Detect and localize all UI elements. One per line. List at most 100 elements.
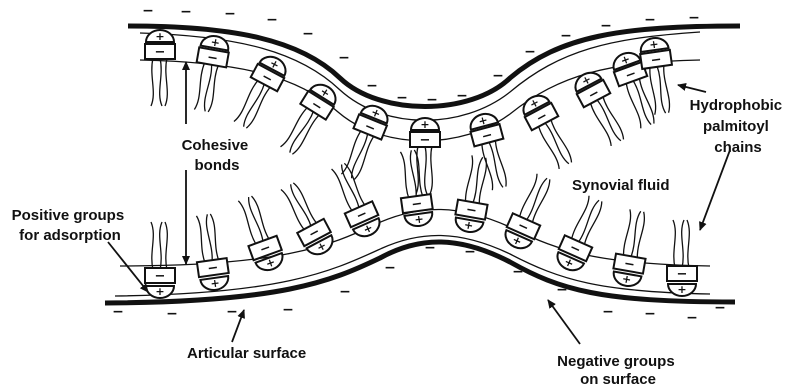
surface-negative-sign: −	[396, 90, 408, 106]
surface-negative-sign: −	[602, 304, 614, 320]
positive-groups-label: Positive groups for adsorption	[12, 207, 129, 244]
surface-negative-sign: −	[686, 310, 698, 326]
surface-negative-sign: −	[492, 68, 504, 84]
hydrophobic-chain	[648, 65, 671, 115]
hydrophobic-chain	[341, 130, 374, 181]
surface-negative-sign: −	[714, 300, 726, 316]
polar-head-group: +−	[250, 52, 291, 93]
upper-molecule: +−	[518, 91, 580, 172]
negative-group-sign: −	[411, 196, 424, 212]
upper-molecule: +−	[188, 34, 231, 114]
polar-head-group: +−	[638, 36, 672, 70]
surface-negative-sign: −	[142, 3, 154, 19]
polar-head-group: +−	[501, 213, 541, 253]
hydrophobic-chain	[238, 195, 270, 246]
negative-groups-label-line-1: Negative groups	[557, 353, 675, 370]
hydrophobic-chains-arrow-upper	[678, 85, 706, 92]
polar-head-group: +−	[667, 266, 697, 296]
hydrophobic-chain	[234, 79, 271, 129]
polar-head-group: +−	[145, 268, 175, 298]
positive-groups-arrow	[108, 242, 148, 292]
surface-negative-sign: −	[226, 304, 238, 320]
articular-surface-label: Articular surface	[187, 345, 306, 362]
hydrophobic-chain	[622, 209, 646, 259]
positive-groups-label-line-1: Positive groups	[12, 207, 125, 224]
negative-group-sign: −	[650, 52, 663, 68]
upper-molecule: +−	[229, 52, 291, 133]
synovial-fluid-label: Synovial fluid	[572, 177, 670, 194]
lower-molecule: +−	[233, 193, 287, 275]
lower-molecule: +−	[326, 159, 384, 241]
negative-group-sign: −	[155, 269, 166, 284]
positive-group-sign: +	[420, 118, 429, 131]
surface-negative-sign: −	[424, 240, 436, 256]
surface-negative-sign: −	[180, 4, 192, 20]
polar-head-group: +−	[453, 200, 488, 235]
surface-negative-sign: −	[339, 284, 351, 300]
negative-group-sign: −	[207, 260, 220, 276]
surface-negative-sign: −	[224, 6, 236, 22]
surface-negative-sign: −	[456, 88, 468, 104]
surface-negative-sign: −	[644, 306, 656, 322]
cohesive-bonds-label-line-1: Cohesive	[182, 137, 249, 154]
hydrophobic-chains-label-line-1: Hydrophobic	[690, 97, 783, 114]
negative-group-sign: −	[677, 267, 688, 282]
polar-head-group: +−	[467, 111, 504, 148]
hydrophobic-chain	[589, 96, 626, 146]
surface-negative-sign: −	[338, 50, 350, 66]
polar-head-group: +−	[410, 118, 440, 148]
hydrophobic-chains-arrow-lower	[700, 150, 730, 230]
lower-molecule: +−	[501, 171, 559, 253]
hydrophobic-chain	[281, 106, 320, 155]
cohesive-bonds-label-line-2: bonds	[195, 157, 240, 174]
polar-head-group: +−	[145, 30, 175, 60]
surface-negative-sign: −	[166, 306, 178, 322]
lower-molecule: +−	[553, 193, 611, 275]
negative-groups-label: Negative groups on surface	[557, 353, 679, 388]
surface-negative-sign: −	[366, 78, 378, 94]
surface-negative-sign: −	[560, 28, 572, 44]
surface-negative-sign: −	[266, 12, 278, 28]
polar-head-group: +−	[553, 235, 593, 275]
surface-negative-sign: −	[512, 264, 524, 280]
hydrophobic-chain	[196, 214, 219, 264]
positive-groups-label-line-2: for adsorption	[19, 227, 121, 244]
lower-molecule: +−	[453, 154, 496, 234]
surface-negative-sign: −	[644, 12, 656, 28]
polar-head-group: +−	[197, 258, 231, 292]
hydrophobic-chains-label-line-2: palmitoyl	[703, 118, 769, 135]
positive-group-sign: +	[677, 283, 686, 296]
positive-group-sign: +	[155, 285, 164, 298]
upper-molecule: +−	[467, 111, 516, 192]
lower-molecule: +−	[611, 208, 654, 288]
hydrophobic-chains-label: Hydrophobic palmitoyl chains	[690, 97, 787, 156]
cohesive-bonds-label: Cohesive bonds	[182, 137, 253, 174]
lower-molecule: +−	[191, 213, 231, 292]
positive-group-sign: +	[155, 30, 164, 43]
lower-molecule: +−	[667, 220, 697, 296]
hydrophobic-chain	[673, 220, 689, 268]
negative-groups-label-line-2: on surface	[580, 371, 656, 388]
upper-molecule: +−	[275, 79, 341, 159]
surface-negative-sign: −	[112, 304, 124, 320]
hydrophobic-chain	[151, 58, 167, 106]
surface-negative-sign: −	[302, 26, 314, 42]
hydrophobic-chains-label-line-3: chains	[714, 139, 762, 156]
surface-negative-sign: −	[384, 260, 396, 276]
lower-molecule: +−	[145, 222, 175, 298]
hydrophobic-chain	[537, 119, 574, 169]
surface-negative-sign: −	[524, 44, 536, 60]
hydrophobic-chain	[400, 150, 423, 200]
surface-negative-sign: −	[688, 10, 700, 26]
lower-molecule: +−	[276, 178, 338, 259]
hydrophobic-chain	[194, 62, 218, 112]
positive-group-sign: +	[414, 212, 425, 226]
upper-molecule: +−	[336, 101, 392, 183]
negative-group-sign: −	[420, 133, 431, 148]
hydrophobic-chain	[480, 140, 508, 191]
surface-negative-sign: −	[464, 244, 476, 260]
polar-head-group: +−	[611, 254, 646, 289]
surface-negative-sign: −	[426, 92, 438, 108]
surface-negative-sign: −	[282, 302, 294, 318]
